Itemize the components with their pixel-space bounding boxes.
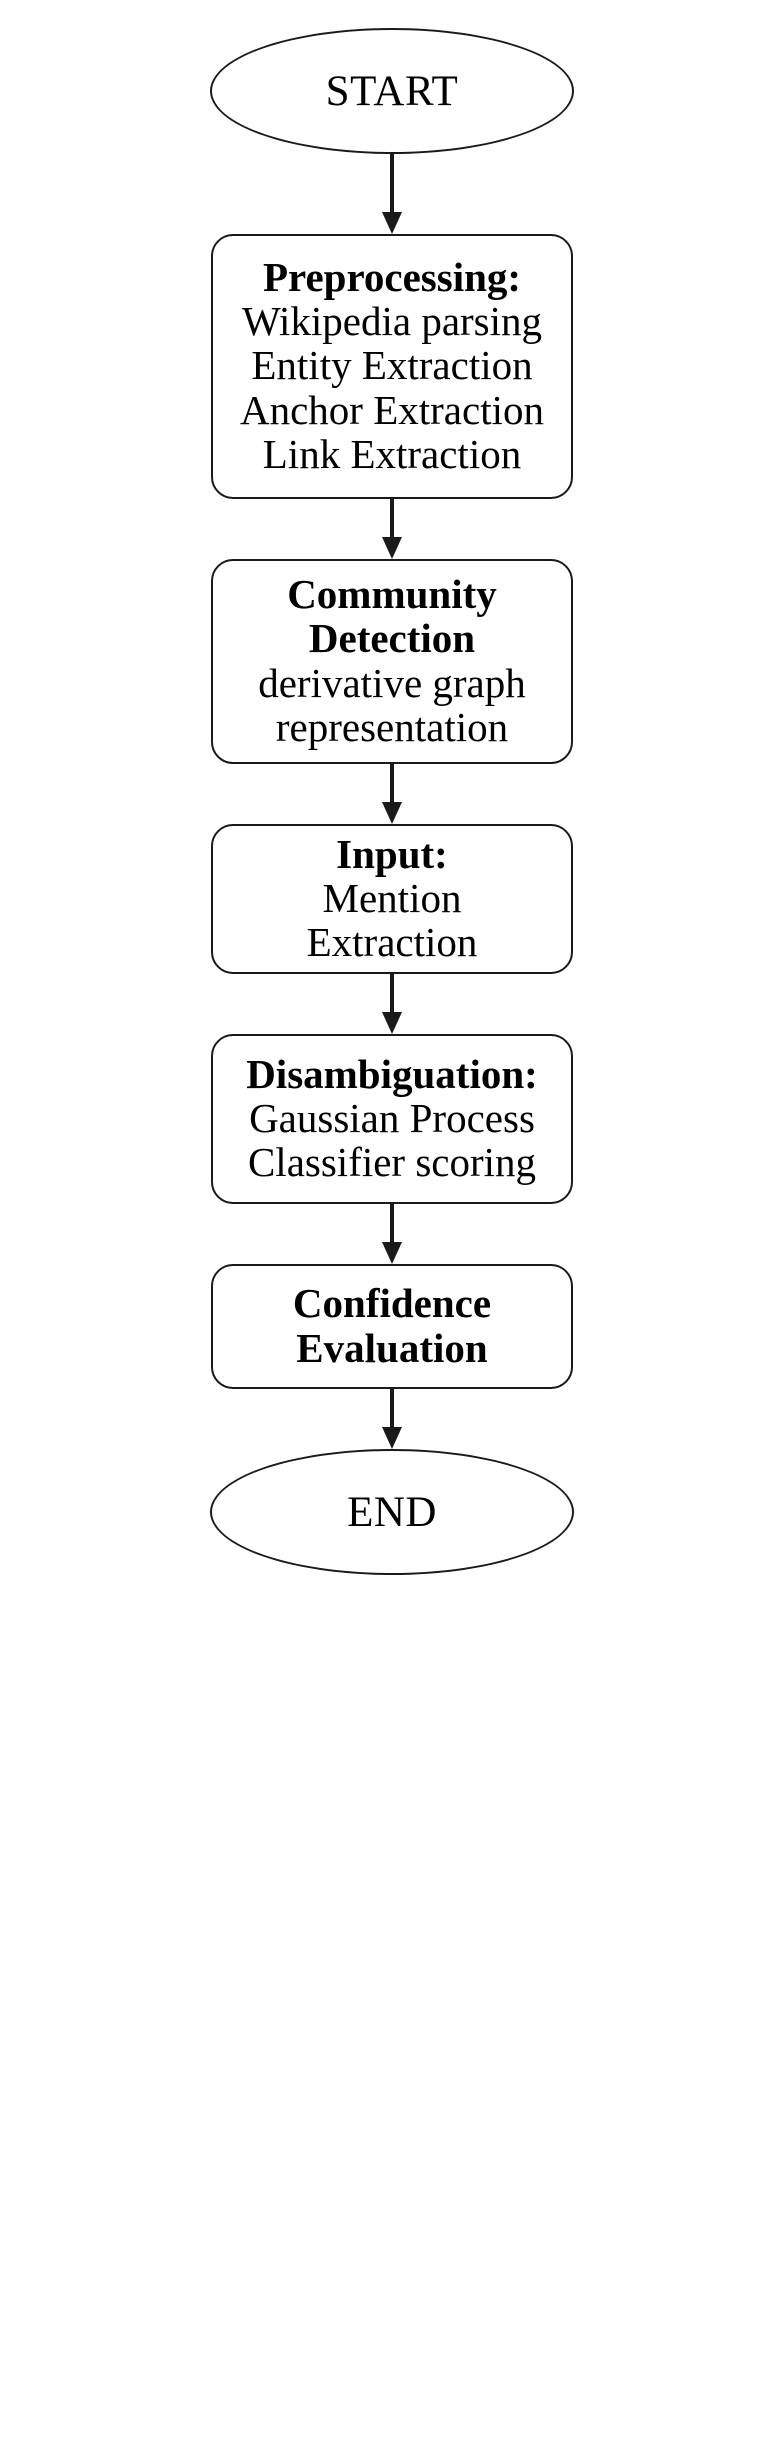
node-community-detection-line-2: Detection: [308, 615, 476, 662]
arrowhead-icon: [382, 1242, 402, 1264]
arrowhead-icon: [382, 1012, 402, 1034]
edge-community-detection-to-input: [382, 764, 402, 824]
edge-shaft: [390, 974, 394, 1014]
flowchart-node-column: START Preprocessing: Wikipedia parsing E…: [210, 28, 574, 1575]
edge-confidence-evaluation-to-end: [382, 1389, 402, 1449]
node-preprocessing-line-5: Link Extraction: [262, 430, 522, 477]
node-preprocessing-line-3: Entity Extraction: [251, 342, 533, 389]
node-disambiguation-line-2: Gaussian Process: [249, 1094, 535, 1141]
edge-shaft: [390, 499, 394, 539]
node-input-line-2: Mention: [322, 874, 462, 921]
node-start-label: START: [325, 67, 459, 115]
node-community-detection-line-1: Community: [287, 570, 497, 617]
node-disambiguation-line-1: Disambiguation:: [246, 1050, 538, 1097]
edge-start-to-preprocessing: [382, 154, 402, 234]
edge-disambiguation-to-confidence-evaluation: [382, 1204, 402, 1264]
arrowhead-icon: [382, 212, 402, 234]
arrowhead-icon: [382, 537, 402, 559]
node-preprocessing-line-2: Wikipedia parsing: [241, 298, 543, 345]
node-community-detection[interactable]: Community Detection derivative graph rep…: [211, 559, 573, 764]
edge-shaft: [390, 764, 394, 804]
node-start[interactable]: START: [210, 28, 574, 154]
node-input[interactable]: Input: Mention Extraction: [211, 824, 573, 974]
arrowhead-icon: [382, 802, 402, 824]
edge-shaft: [390, 1204, 394, 1244]
node-preprocessing-line-4: Anchor Extraction: [240, 386, 544, 433]
node-disambiguation-line-3: Classifier scoring: [247, 1139, 537, 1186]
node-confidence-evaluation-line-1: Confidence: [292, 1280, 492, 1327]
edge-preprocessing-to-community-detection: [382, 499, 402, 559]
node-input-line-1: Input:: [336, 830, 448, 877]
arrowhead-icon: [382, 1427, 402, 1449]
node-end-label: END: [347, 1488, 437, 1536]
node-disambiguation[interactable]: Disambiguation: Gaussian Process Classif…: [211, 1034, 573, 1204]
node-preprocessing[interactable]: Preprocessing: Wikipedia parsing Entity …: [211, 234, 573, 499]
node-confidence-evaluation[interactable]: Confidence Evaluation: [211, 1264, 573, 1389]
node-end[interactable]: END: [210, 1449, 574, 1575]
edge-input-to-disambiguation: [382, 974, 402, 1034]
node-confidence-evaluation-line-2: Evaluation: [296, 1324, 488, 1371]
edge-shaft: [390, 154, 394, 214]
node-community-detection-line-4: representation: [275, 703, 509, 750]
node-preprocessing-line-1: Preprocessing:: [262, 253, 522, 300]
edge-shaft: [390, 1389, 394, 1429]
node-input-line-3: Extraction: [306, 919, 478, 966]
node-community-detection-line-3: derivative graph: [258, 659, 526, 706]
